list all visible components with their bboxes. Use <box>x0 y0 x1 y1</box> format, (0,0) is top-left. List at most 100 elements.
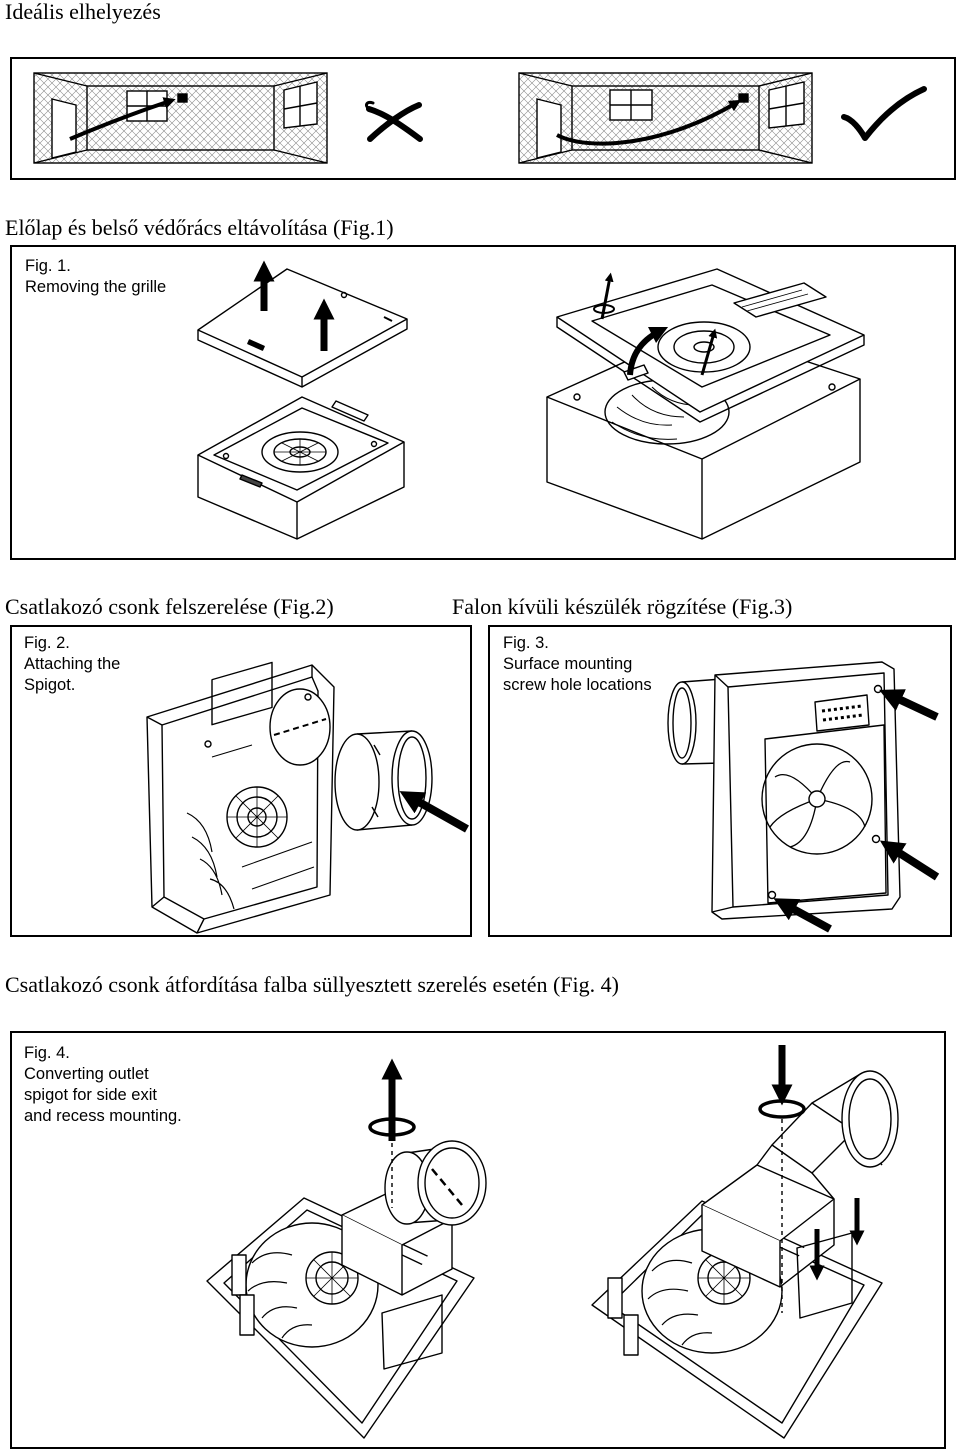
duct-box-sides <box>701 1199 835 1288</box>
unit-depth-lines <box>711 674 734 913</box>
room-back-wall <box>86 85 275 151</box>
figure-4-caption-line: Converting outlet <box>24 1065 149 1083</box>
grille-notch <box>383 316 393 322</box>
rotate-arrow-icon <box>758 1099 806 1119</box>
rotate-arrow-icon <box>593 304 615 314</box>
fan-guard-spokes <box>698 1252 750 1304</box>
frame-clip <box>623 364 649 381</box>
unit-depth-lines <box>146 665 313 934</box>
figure-1-caption-line: Removing the grille <box>25 278 167 296</box>
screw-hole <box>873 684 883 694</box>
heading-figure-3: Falon kívüli készülék rögzítése (Fig.3) <box>452 594 793 619</box>
figure-2-caption: Fig. 2. Attaching the Spigot. <box>24 633 120 696</box>
heading-ideal-placement: Ideális elhelyezés <box>5 0 161 24</box>
room-perspective-lines <box>33 72 328 164</box>
impeller-hub <box>808 790 826 808</box>
impeller-blades <box>769 760 866 848</box>
figure-2-caption-line: Spigot. <box>24 676 76 694</box>
figure-1-caption: Fig. 1. Removing the grille <box>25 256 166 298</box>
fan-unit-surface-mount <box>667 661 901 920</box>
spigot-mark <box>431 1168 463 1206</box>
outlet-duct-opening <box>381 1294 443 1370</box>
figure-3-caption: Fig. 3. Surface mounting screw hole loca… <box>503 633 652 696</box>
impeller-blades <box>611 386 703 440</box>
spigot-outlet-inner <box>672 687 692 759</box>
mounting-post <box>607 1277 623 1319</box>
spigot-clips <box>371 744 381 818</box>
inner-ribs <box>211 744 315 890</box>
airflow-arrow-icon <box>69 97 176 141</box>
unit-inner-rim <box>213 407 389 491</box>
screw-hole <box>871 834 881 844</box>
screw-hole <box>370 440 378 448</box>
spigot-inner-edge <box>424 1147 480 1219</box>
spigot-front-edge <box>417 1140 487 1226</box>
inner-frame-opening <box>591 284 831 388</box>
screw-hole <box>767 890 777 900</box>
screw-hole-arrow-icon <box>879 840 940 881</box>
fan-unit-spigot-removal <box>206 1140 487 1439</box>
room-back-wall <box>571 85 760 151</box>
heading-figure-2: Csatlakozó csonk felszerelése (Fig.2) <box>5 594 334 619</box>
attach-arrow-icon <box>399 791 469 833</box>
spigot-outlet <box>841 1070 899 1168</box>
screw-hole-arrow-icon <box>773 898 832 933</box>
fan-unit <box>738 93 749 103</box>
room-diagram-correct <box>518 72 813 164</box>
placement-illustration <box>33 72 927 164</box>
rotate-arrow-icon <box>368 1117 416 1137</box>
grille-logo <box>247 339 265 351</box>
window-side-mullions <box>768 86 805 126</box>
figure-4-caption: Fig. 4. Converting outlet spigot for sid… <box>24 1043 182 1127</box>
fan-guard-spokes <box>274 439 326 465</box>
spigot <box>334 730 433 831</box>
room-outline <box>518 72 813 164</box>
mounting-post <box>239 1294 255 1336</box>
fan-guard-spokes <box>227 787 287 847</box>
figure-1-illustration <box>197 260 865 540</box>
figure-4-label: Fig. 4. <box>24 1044 70 1062</box>
placement-figure-frame <box>10 57 956 180</box>
motor-cover <box>211 661 273 726</box>
spigot-body <box>356 730 413 831</box>
figure-3-label: Fig. 3. <box>503 634 549 652</box>
mounting-post <box>623 1314 639 1356</box>
check-mark-icon <box>841 86 927 141</box>
outlet-cap-mark <box>273 718 327 736</box>
spigot-outlet-inner <box>848 1078 892 1160</box>
front-grille-panel <box>197 268 408 388</box>
screw-hole <box>828 383 836 391</box>
mounting-post <box>231 1254 247 1296</box>
airflow-arrow-icon <box>556 99 742 146</box>
impeller-blades <box>647 1259 713 1346</box>
tilt-arrow-icon <box>627 326 669 376</box>
terminal-block <box>331 400 369 422</box>
window-side-mullions <box>283 86 318 126</box>
figure-3-caption-line: Surface mounting <box>503 655 633 673</box>
unit-logo <box>239 474 263 488</box>
figure-4-caption-line: spigot for side exit <box>24 1086 157 1104</box>
screw-hole-arrow-icon <box>879 689 939 721</box>
window-mullions <box>610 90 652 120</box>
unit-top-face <box>197 396 405 503</box>
screw-hole <box>573 393 581 401</box>
figure-4-illustration <box>206 1045 899 1439</box>
figure-2-frame: Fig. 2. Attaching the Spigot. <box>10 625 472 937</box>
figure-4-caption-line: and recess mounting. <box>24 1107 182 1125</box>
fan-unit-side-view <box>146 661 335 934</box>
lift-arrow-icon <box>700 328 718 376</box>
inner-grille-frame <box>764 724 887 904</box>
fan-unit <box>177 93 188 103</box>
terminal-screws <box>741 289 809 312</box>
screw-hole <box>204 740 212 748</box>
figure-1-label: Fig. 1. <box>25 257 71 275</box>
fan-guard-spokes <box>306 1252 358 1304</box>
screw-hole <box>222 452 230 460</box>
heading-figure-4: Csatlakozó csonk átfordítása falba sülly… <box>5 972 619 997</box>
cross-mark-icon <box>365 101 423 142</box>
figure-4-frame: Fig. 4. Converting outlet spigot for sid… <box>10 1031 946 1449</box>
cross-curl <box>365 101 375 111</box>
fan-unit-spigot-side-exit <box>591 1070 899 1439</box>
spigot-back-edge <box>334 733 380 831</box>
figure-1-frame: Fig. 1. Removing the grille <box>10 245 956 560</box>
